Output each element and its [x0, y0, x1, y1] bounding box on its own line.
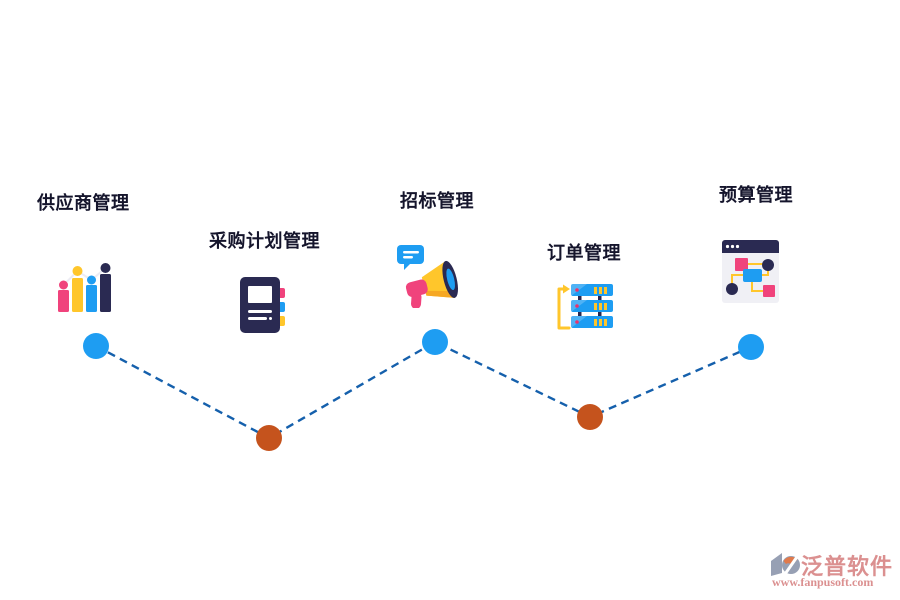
speech-bubble — [397, 245, 424, 270]
watermark-brand-text: 泛普软件 — [801, 554, 894, 579]
node-dot-supplier — [83, 333, 109, 359]
bar-chart-icon — [58, 263, 111, 312]
server-unit — [571, 300, 613, 312]
node-label-budget: 预算管理 — [719, 185, 793, 205]
server-stack-icon — [557, 284, 613, 330]
node-dot-order — [577, 404, 603, 430]
fanpu-logo-icon — [771, 553, 800, 576]
node-dot-budget — [738, 334, 764, 360]
notebook-icon — [240, 277, 285, 333]
node-label-order: 订单管理 — [547, 243, 621, 263]
server-unit — [571, 284, 613, 296]
browser-flowchart-icon — [722, 240, 779, 303]
node-label-bidding: 招标管理 — [400, 191, 474, 211]
node-dot-procurement-plan — [256, 425, 282, 451]
watermark-url-text: www.fanpusoft.com — [772, 575, 874, 589]
node-dot-bidding — [422, 329, 448, 355]
node-label-procurement-plan: 采购计划管理 — [209, 231, 320, 251]
megaphone-body — [405, 260, 458, 308]
server-unit — [571, 316, 613, 328]
megaphone-icon — [397, 245, 458, 308]
node-label-supplier: 供应商管理 — [37, 193, 130, 213]
